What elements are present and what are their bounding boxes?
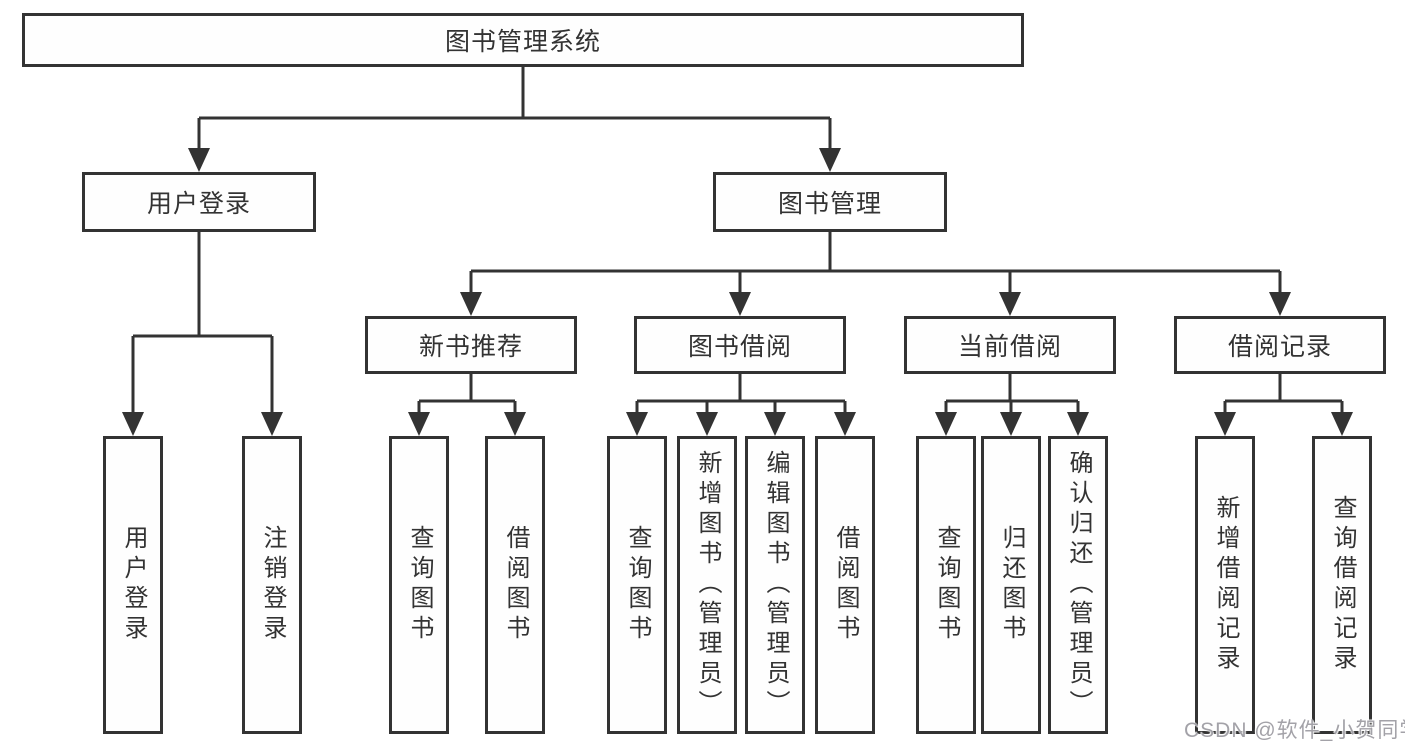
node-book-borrowing: 图书借阅 xyxy=(634,316,846,374)
csdn-watermark: CSDN @软件_小贺同学 xyxy=(1184,719,1405,742)
leaf-add-borrow-record: 新增借阅记录 xyxy=(1195,436,1255,734)
leaf-logout-login: 注销登录 xyxy=(242,436,302,734)
leaf-add-books-admin: 新增图书（管理员） xyxy=(677,436,737,734)
leaf-query-books-current: 查询图书 xyxy=(916,436,976,734)
node-current-borrowing: 当前借阅 xyxy=(904,316,1116,374)
node-user-login: 用户登录 xyxy=(82,172,316,232)
node-new-book-recommendation: 新书推荐 xyxy=(365,316,577,374)
leaf-borrow-books: 借阅图书 xyxy=(815,436,875,734)
leaf-borrow-books-recommendation: 借阅图书 xyxy=(485,436,545,734)
leaf-query-borrow-record: 查询借阅记录 xyxy=(1312,436,1372,734)
node-borrowing-records: 借阅记录 xyxy=(1174,316,1386,374)
node-library-management-system: 图书管理系统 xyxy=(22,13,1024,67)
node-book-management: 图书管理 xyxy=(713,172,947,232)
leaf-query-books-borrowing: 查询图书 xyxy=(607,436,667,734)
leaf-confirm-return-admin: 确认归还（管理员） xyxy=(1048,436,1108,734)
leaf-return-books: 归还图书 xyxy=(981,436,1041,734)
leaf-query-books-recommendation: 查询图书 xyxy=(389,436,449,734)
arrowheads xyxy=(122,148,1353,436)
leaf-user-login: 用户登录 xyxy=(103,436,163,734)
leaf-edit-books-admin: 编辑图书（管理员） xyxy=(745,436,805,734)
